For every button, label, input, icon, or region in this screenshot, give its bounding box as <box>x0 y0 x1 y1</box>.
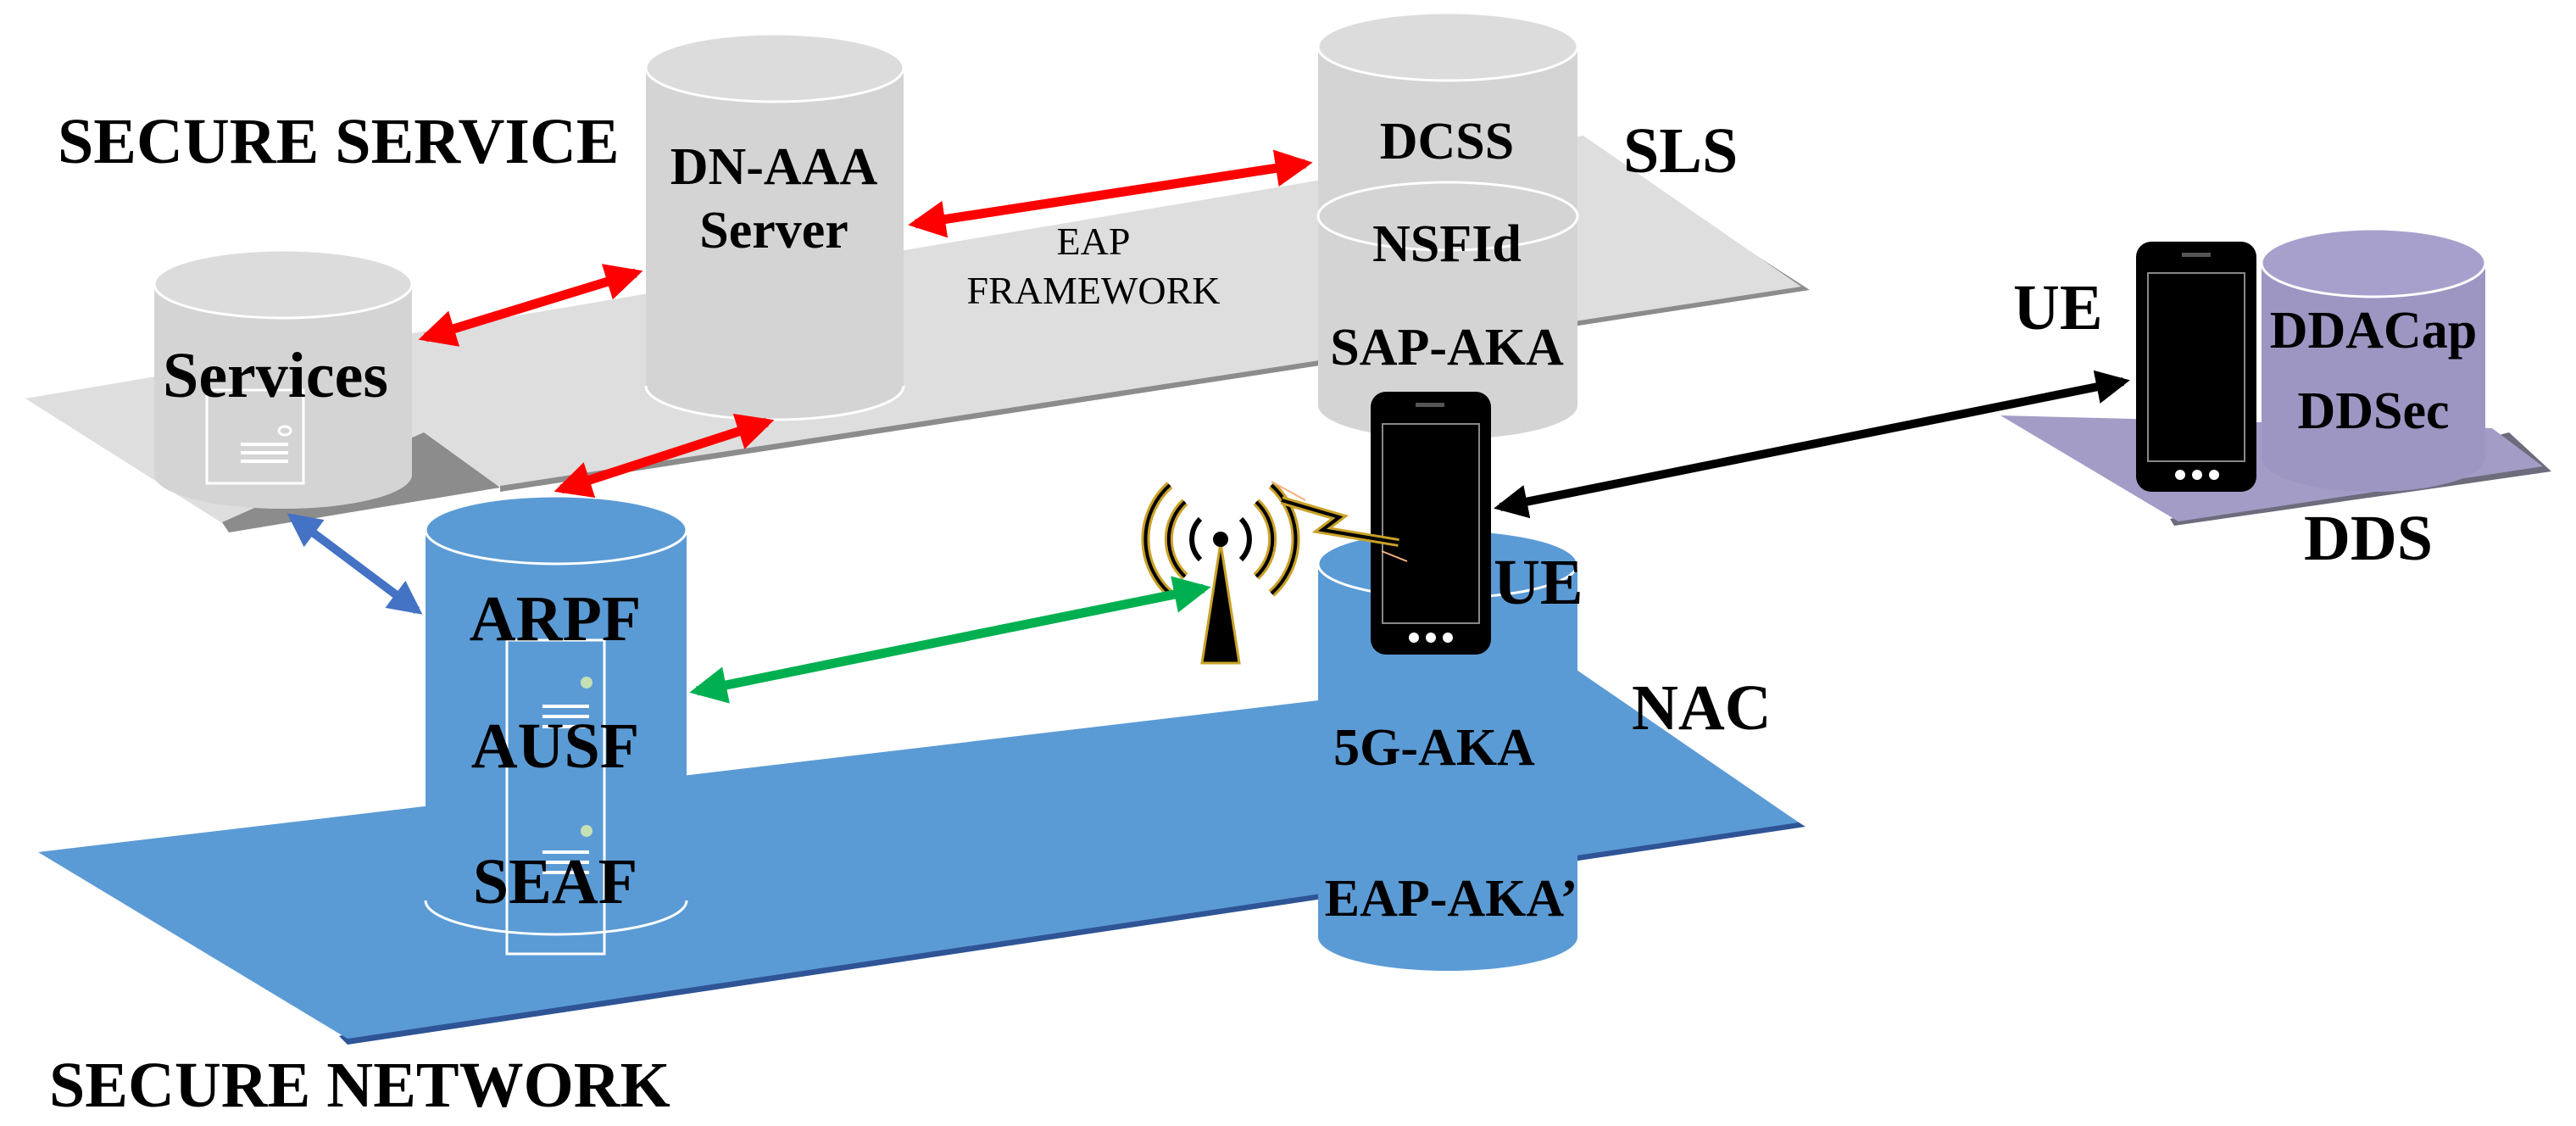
seaf-label: SEAF <box>473 846 637 917</box>
arpf-ausf-seaf-cylinder <box>424 494 688 956</box>
server-icon <box>505 638 606 956</box>
dnaaa-dcss-arrow <box>908 149 1313 238</box>
services-arpf-arrow <box>287 513 423 615</box>
smartphone-icon <box>1371 392 1491 655</box>
secure-network-label: SECURE NETWORK <box>49 1050 670 1121</box>
dcss-label: DCSS <box>1380 113 1515 170</box>
eap-label-line1: EAP <box>1057 220 1131 263</box>
dn-aaa-label-line1: DN-AAA <box>670 138 878 196</box>
ddsec-label: DDSec <box>2297 382 2449 440</box>
smartphone-icon <box>2136 242 2256 492</box>
ausf-label: AUSF <box>471 711 639 782</box>
eap-label-line2: FRAMEWORK <box>966 269 1220 312</box>
services-label: Services <box>163 340 388 411</box>
secure-service-label: SECURE SERVICE <box>58 106 620 177</box>
services-dnaaa-arrow <box>418 264 643 347</box>
5g-aka-label: 5G-AKA <box>1333 719 1535 777</box>
services-cylinder <box>153 248 414 509</box>
nac-label: NAC <box>1632 672 1772 744</box>
eap-aka-label: EAP-AKA’ <box>1325 870 1577 928</box>
dcss-cylinder <box>1316 11 1579 439</box>
dnaaa-arpf-arrow <box>554 413 775 499</box>
ue-label-network: UE <box>1494 547 1583 618</box>
arpf-label: ARPF <box>470 583 642 655</box>
arpf-tower-arrow <box>689 576 1211 704</box>
cell-tower-icon <box>1141 482 1300 665</box>
sap-aka-label: SAP-AKA <box>1330 319 1564 376</box>
lightning-icon <box>1271 481 1408 562</box>
dn-aaa-label-line2: Server <box>699 202 848 259</box>
dn-aaa-server-cylinder <box>644 32 905 421</box>
server-icon <box>205 388 305 485</box>
ue-ue-arrow <box>1494 370 2130 519</box>
nsfid-label: NSFId <box>1372 215 1522 273</box>
sls-label: SLS <box>1623 115 1738 187</box>
ddacap-cylinder <box>2260 227 2487 492</box>
dds-label: DDS <box>2304 503 2433 574</box>
ddacap-label: DDACap <box>2270 302 2478 360</box>
ue-label-right: UE <box>2013 272 2103 343</box>
